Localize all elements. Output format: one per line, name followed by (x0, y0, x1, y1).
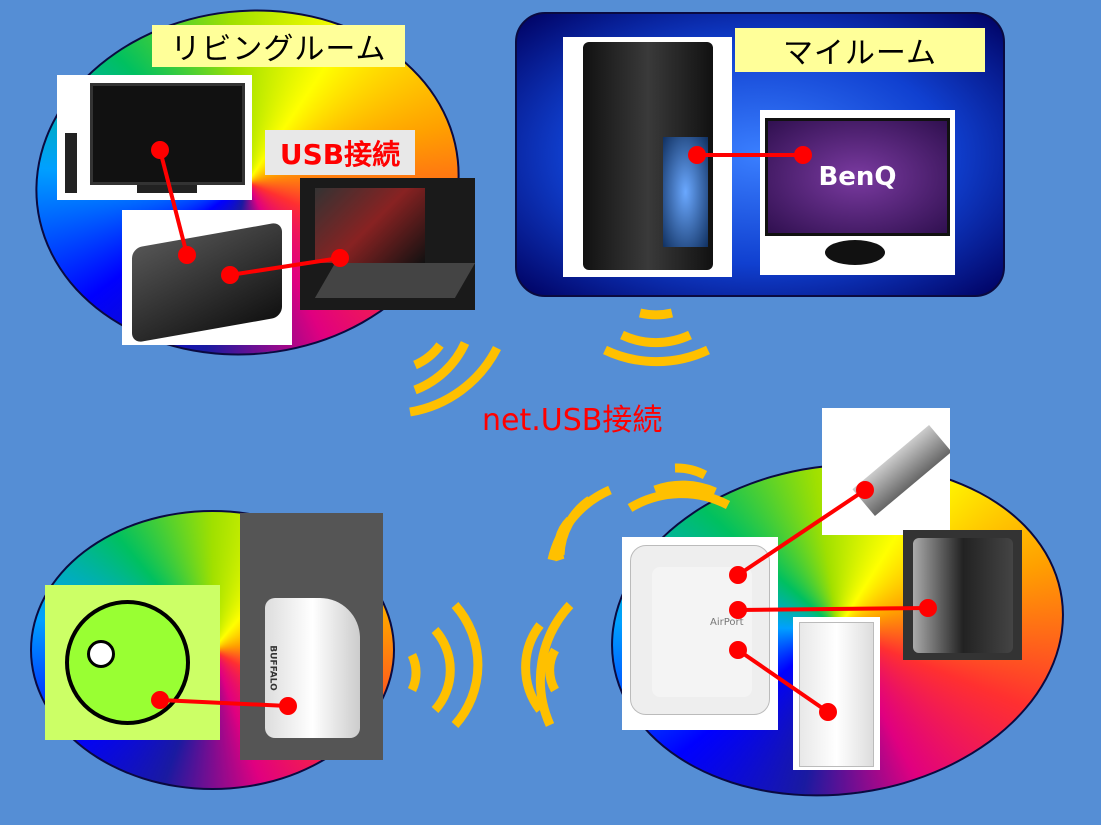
benq-monitor-image: BenQ (760, 110, 955, 275)
benq-logo: BenQ (818, 162, 897, 192)
wifi-signal-icon (521, 601, 574, 727)
usb-hdd-image (122, 210, 292, 345)
pc-tower-image (563, 37, 732, 277)
airport-brand: AirPort (710, 617, 744, 628)
laptop-image (300, 178, 475, 310)
nas-image (793, 617, 880, 770)
tv-image (57, 75, 252, 200)
living-room-label: リビングルーム (152, 25, 405, 67)
external-hdd-image (903, 530, 1022, 660)
globe-character-image (45, 585, 220, 740)
router-brand: BUFFALO (267, 645, 278, 691)
wifi-signal-icon (407, 602, 483, 728)
wifi-signal-icon (547, 485, 612, 562)
wifi-signal-icon (603, 308, 710, 367)
usb-connection-label: USB接続 (265, 130, 415, 175)
buffalo-router-image: BUFFALO (240, 513, 383, 760)
my-room-label: マイルーム (735, 28, 985, 72)
airport-image: AirPort (622, 537, 778, 730)
net-usb-connection-label: net.USB接続 (482, 403, 663, 438)
usb-stick-image (822, 408, 950, 535)
